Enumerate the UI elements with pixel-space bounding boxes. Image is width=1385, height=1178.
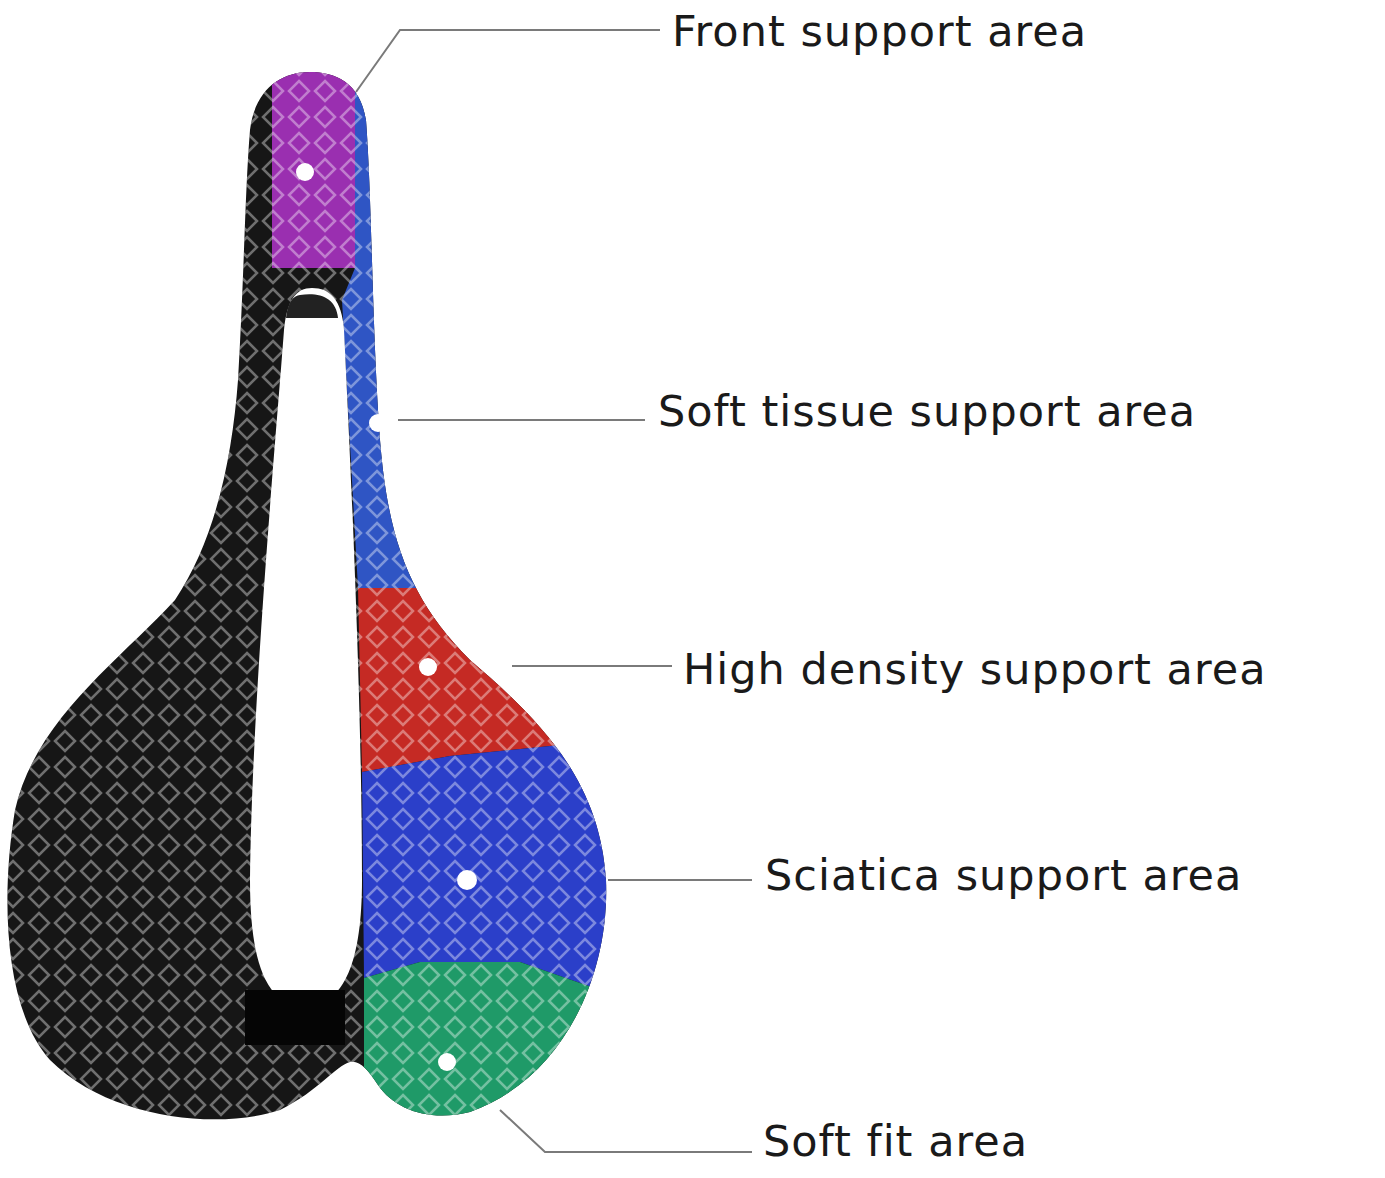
zone-dots bbox=[296, 163, 477, 1071]
zone-label: Soft fit area bbox=[763, 1118, 1028, 1165]
cutout-shadow bbox=[286, 294, 338, 318]
zone-label: Front support area bbox=[672, 8, 1087, 55]
rail-clamp bbox=[245, 990, 345, 1045]
zone-label: Soft tissue support area bbox=[658, 388, 1196, 435]
zone-label: Sciatica support area bbox=[765, 852, 1242, 899]
zone-label: High density support area bbox=[683, 646, 1266, 693]
saddle-body bbox=[0, 60, 700, 1178]
saddle-cutout bbox=[250, 288, 362, 1008]
leader-lines bbox=[356, 30, 752, 1152]
